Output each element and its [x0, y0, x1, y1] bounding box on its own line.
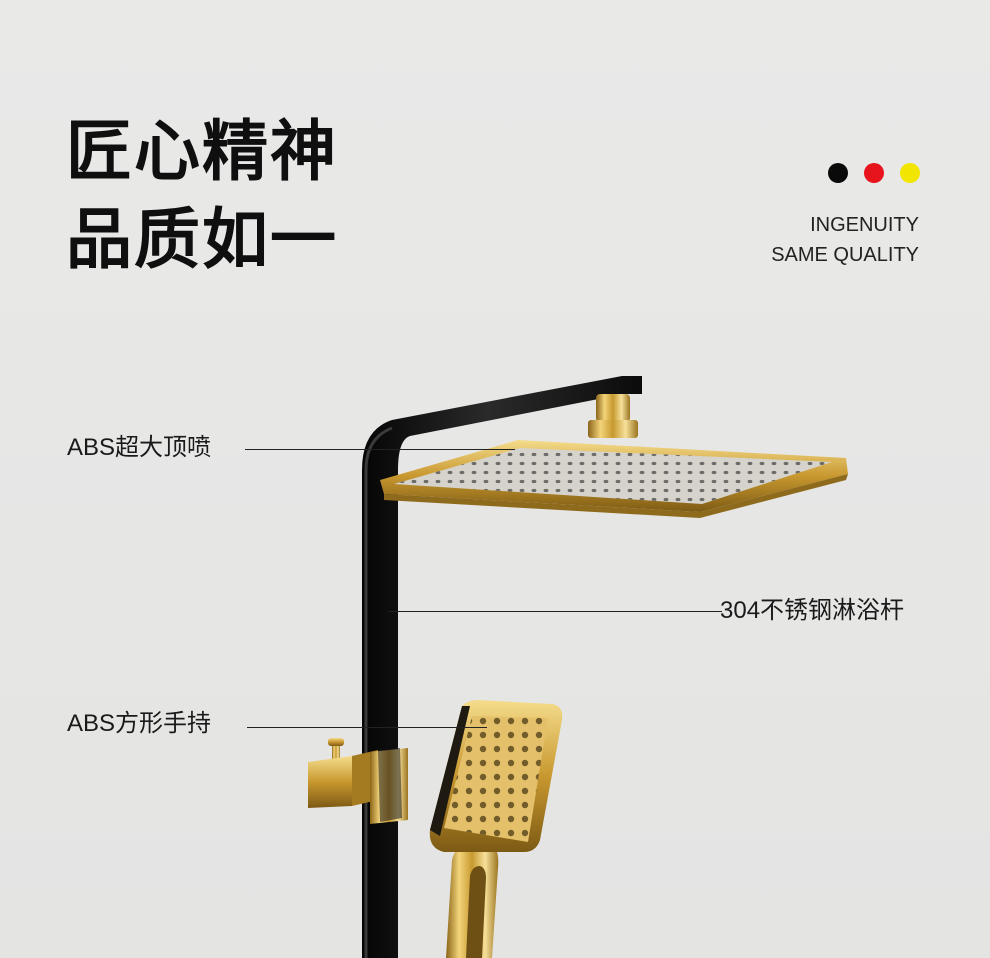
headline-line-1: 匠心精神	[66, 113, 338, 190]
red-dot	[864, 163, 884, 183]
flag-color-dots	[828, 163, 920, 183]
callout-top-spray-line	[245, 449, 515, 450]
callout-handheld-label: ABS方形手持	[67, 710, 212, 737]
yellow-dot	[900, 163, 920, 183]
tagline-line-1: INGENUITY	[810, 214, 919, 236]
black-dot	[828, 163, 848, 183]
handheld-shower	[429, 700, 563, 958]
callout-rod-line	[388, 611, 722, 612]
callout-rod-label: 304不锈钢淋浴杆	[720, 597, 905, 624]
tagline-line-2: SAME QUALITY	[771, 244, 919, 266]
headline-line-2: 品质如一	[66, 201, 338, 278]
headline: 匠心精神 品质如一	[66, 108, 338, 284]
english-tagline: INGENUITY SAME QUALITY	[771, 210, 919, 270]
shower-rod	[362, 376, 642, 958]
callout-top-spray-label: ABS超大顶喷	[67, 434, 212, 461]
callout-handheld-line	[247, 727, 487, 728]
